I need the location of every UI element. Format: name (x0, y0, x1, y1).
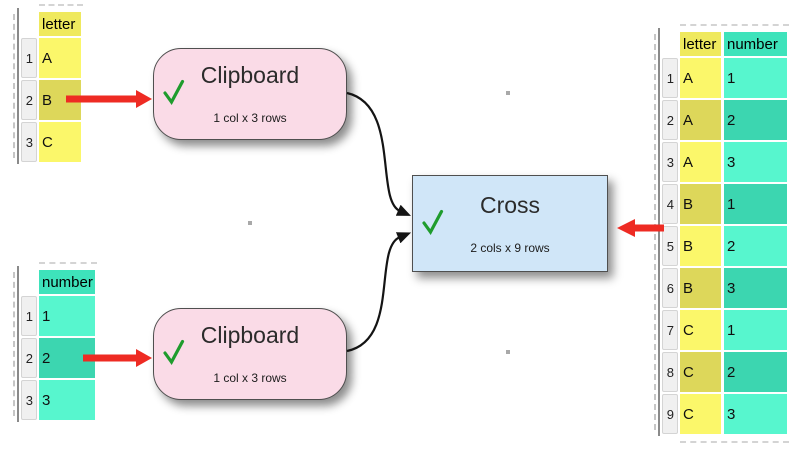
cell-letter[interactable]: A (680, 100, 721, 140)
row-number[interactable]: 4 (662, 184, 678, 224)
connector-clipboard-bottom-to-cross (346, 232, 412, 353)
column-header-letter[interactable]: letter (39, 12, 81, 36)
row-number[interactable]: 3 (662, 142, 678, 182)
row-number-column: 1 2 3 (21, 38, 37, 164)
column-number: number 1 2 3 1 2 3 1 2 3 (724, 32, 787, 436)
row-number[interactable]: 2 (21, 338, 37, 378)
cell-number[interactable]: 3 (724, 142, 787, 182)
cell-letter[interactable]: B (680, 226, 721, 266)
row-number-column: 1 2 3 4 5 6 7 8 9 (662, 58, 678, 436)
cell-letter[interactable]: A (680, 58, 721, 98)
row-number[interactable]: 2 (21, 80, 37, 120)
node-clipboard-top[interactable]: Clipboard 1 col x 3 rows (153, 48, 347, 140)
connector-clipboard-top-to-cross (346, 91, 411, 216)
row-number[interactable]: 1 (21, 296, 37, 336)
row-number[interactable]: 5 (662, 226, 678, 266)
row-number-column: 1 2 3 (21, 296, 37, 422)
success-check-icon (162, 78, 185, 110)
grid-dot (506, 350, 510, 354)
torn-edge (680, 441, 789, 443)
cell-number[interactable]: 3 (39, 380, 95, 420)
column-header-number[interactable]: number (724, 32, 787, 56)
node-title: Clipboard (200, 62, 300, 88)
cell-letter[interactable]: B (39, 80, 81, 120)
row-number[interactable]: 1 (21, 38, 37, 78)
arrow-output-table-to-cross (617, 219, 664, 237)
cell-letter[interactable]: C (680, 310, 721, 350)
cell-number[interactable]: 2 (39, 338, 95, 378)
grid-dot (248, 221, 252, 225)
node-size-label: 1 col x 3 rows (213, 111, 287, 125)
cell-letter[interactable]: B (680, 268, 721, 308)
cell-number[interactable]: 1 (724, 58, 787, 98)
cell-number[interactable]: 1 (39, 296, 95, 336)
row-number[interactable]: 1 (662, 58, 678, 98)
cell-letter[interactable]: A (39, 38, 81, 78)
column-letter: letter A A A B B B C C C (680, 32, 721, 436)
row-number[interactable]: 3 (21, 122, 37, 162)
cell-letter[interactable]: B (680, 184, 721, 224)
node-size-label: 2 cols x 9 rows (470, 240, 550, 255)
node-size-label: 1 col x 3 rows (213, 371, 287, 385)
node-clipboard-bottom[interactable]: Clipboard 1 col x 3 rows (153, 308, 347, 400)
column-header-letter[interactable]: letter (680, 32, 721, 56)
cell-number[interactable]: 2 (724, 226, 787, 266)
node-title: Clipboard (200, 322, 300, 348)
row-number[interactable]: 6 (662, 268, 678, 308)
torn-edge (39, 262, 97, 264)
grid-dot (506, 91, 510, 95)
cell-number[interactable]: 2 (724, 100, 787, 140)
column-letter: letter A B C (39, 12, 81, 164)
row-number[interactable]: 3 (21, 380, 37, 420)
torn-edge (39, 4, 83, 6)
cell-number[interactable]: 3 (724, 394, 787, 434)
cell-letter[interactable]: C (680, 352, 721, 392)
cell-letter[interactable]: C (39, 122, 81, 162)
node-cross[interactable]: Cross 2 cols x 9 rows (412, 175, 608, 272)
cell-letter[interactable]: C (680, 394, 721, 434)
source-table-numbers: 1 2 3 number 1 2 3 (13, 262, 97, 422)
result-table: 1 2 3 4 5 6 7 8 9 letter A A A B B B C C… (654, 24, 789, 443)
row-number[interactable]: 9 (662, 394, 678, 434)
node-title: Cross (479, 191, 541, 218)
row-number[interactable]: 2 (662, 100, 678, 140)
column-header-number[interactable]: number (39, 270, 95, 294)
success-check-icon (421, 208, 444, 240)
cell-number[interactable]: 2 (724, 352, 787, 392)
cell-number[interactable]: 3 (724, 268, 787, 308)
cell-number[interactable]: 1 (724, 184, 787, 224)
success-check-icon (162, 338, 185, 370)
column-number: number 1 2 3 (39, 270, 95, 422)
source-table-letters: 1 2 3 letter A B C (13, 4, 83, 164)
row-number[interactable]: 7 (662, 310, 678, 350)
row-number[interactable]: 8 (662, 352, 678, 392)
cell-number[interactable]: 1 (724, 310, 787, 350)
cell-letter[interactable]: A (680, 142, 721, 182)
torn-edge (680, 24, 789, 26)
